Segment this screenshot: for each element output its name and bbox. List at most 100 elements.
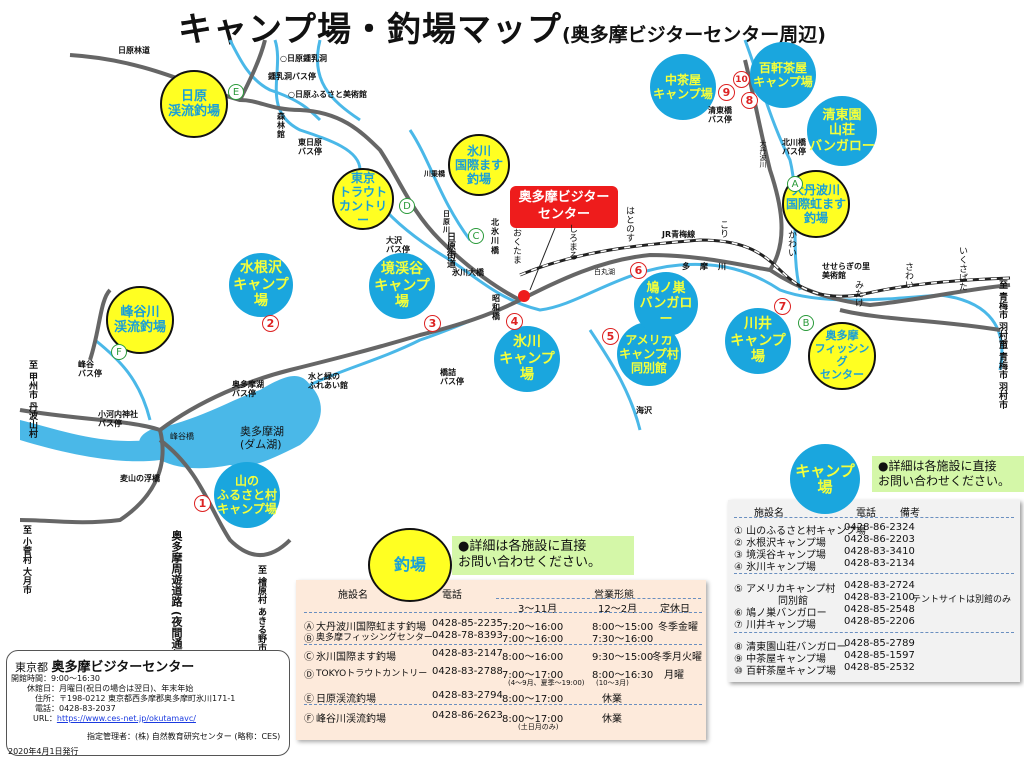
label-kitakawa-bus: 北川橋 バス停 [782, 138, 806, 157]
row-id: Ⓐ [304, 622, 314, 633]
camp-site-7[interactable]: 川井 キャンプ場 [725, 308, 791, 374]
camp-site-10[interactable]: 百軒茶屋 キャンプ場 [750, 42, 816, 108]
label-okutamako-bus: 奥多摩湖 バス停 [232, 380, 264, 399]
row-dec-feb-note: (10〜3月) [596, 679, 629, 687]
camp-row-1-phone: 0428-86-2324 [844, 522, 915, 533]
camp-site-3[interactable]: 境渓谷 キャンプ場 [369, 253, 435, 319]
label-seseragi: せせらぎの里 美術館 [822, 262, 870, 281]
label-to-kosuge: 至 小菅村 大月市 [21, 525, 31, 595]
col-header-remarks: 備考 [900, 508, 920, 519]
row-phone: 0428-86-2623 [432, 710, 503, 721]
label-seiryu-bus: 清東橋 バス停 [708, 106, 732, 125]
fishing-spot-C[interactable]: 氷川 国際ます 釣場 [448, 134, 510, 196]
fishing-note: ●詳細は各施設に直接 お問い合わせください。 [452, 536, 634, 575]
label-shinrinkan: 森 林 館 [277, 112, 285, 140]
row-id: Ⓕ [304, 714, 314, 725]
camp-row-5-phone: 0428-83-2724 [844, 580, 915, 591]
fishing-spot-E[interactable]: 日原 渓流釣場 [160, 70, 228, 138]
camp-row-1: ① 山のふるさと村キャンプ場 [734, 526, 866, 537]
row-dec-feb: 8:00〜16:30 [592, 670, 654, 681]
hours: 開館時間：9:00〜16:30 [11, 674, 101, 683]
fishing-spot-D[interactable]: 東京 トラウト カントリー [332, 168, 394, 230]
col-header-mar-nov: 3〜11月 [518, 604, 558, 615]
camp-site-6[interactable]: 鳩ノ巣 バンガロー [634, 272, 698, 336]
phone: 電話：0428-83-2037 [35, 704, 116, 713]
label-kokochi-bus: 小河内神社 バス停 [98, 410, 138, 429]
row-name: 大丹波川国際虹ます釣場 [316, 622, 426, 633]
label-kawanori-bashi: 川乗橋 [424, 170, 445, 178]
camp-marker-5: 5 [602, 328, 619, 345]
camp-row-5b-remarks: テントサイトは別館のみ [912, 595, 1012, 605]
row-name: 氷川国際ます釣場 [316, 652, 396, 663]
row-dec-feb: 7:30〜16:00 [592, 634, 654, 645]
okutama-lake [139, 375, 321, 469]
camp-site-1[interactable]: 山の ふるさと村 キャンプ場 [214, 462, 280, 528]
row-phone: 0428-78-8393 [432, 630, 503, 641]
label-to-kofu: 至 甲州市 丹波山村 [27, 360, 37, 439]
label-minetani-bus: 峰谷 バス停 [78, 360, 102, 379]
fish-marker-F: F [111, 344, 127, 360]
camp-marker-1: 1 [194, 495, 211, 512]
fish-marker-A: A [787, 176, 803, 192]
website-link[interactable]: https://www.ces-net.jp/okutamavc/ [56, 714, 196, 723]
label-nippara-kaido: 日原街道 [445, 232, 455, 268]
label-hashizume-bus: 橋詰 バス停 [440, 368, 464, 387]
camp-row-4-phone: 0428-83-2134 [844, 558, 915, 569]
closed-days: 休館日：月曜日(祝日の場合は翌日)、年末年始 [27, 684, 194, 693]
label-mugiyama-ukihashi: 麦山の浮橋 [120, 474, 160, 483]
camp-row-10-phone: 0428-85-2532 [844, 662, 915, 673]
row-name: 奥多摩フィッシングセンター [316, 633, 433, 643]
camp-marker-3: 3 [424, 315, 441, 332]
camp-row-2-phone: 0428-86-2203 [844, 534, 915, 545]
camp-marker-2: 2 [262, 315, 279, 332]
url: URL：https://www.ces-net.jp/okutamavc/ [33, 714, 196, 723]
row-id: Ⓑ [304, 634, 314, 645]
camp-site-8[interactable]: 清東園 山荘 バンガロー [807, 96, 877, 166]
camp-site-2[interactable]: 水根沢 キャンプ場 [229, 253, 293, 317]
fishing-heading: 釣場 [368, 528, 452, 602]
row-mar-nov: 7:00〜16:00 [502, 634, 564, 645]
camp-row-6: ⑥ 鳩ノ巣バンガロー [734, 608, 827, 619]
camp-row-5: ⑤ アメリカキャンプ村 [734, 584, 836, 595]
address: 住所：〒198-0212 東京都西多摩郡奥多摩町氷川171-1 [35, 694, 236, 703]
col-header-closed: 定休日 [660, 604, 690, 615]
label-showa-bashi: 昭 和 橋 [492, 294, 500, 322]
label-okutamako: 奥多摩湖 (ダム湖) [240, 425, 284, 451]
row-phone: 0428-83-2794 [432, 690, 503, 701]
row-mar-nov: 8:00〜17:00 [502, 714, 564, 725]
label-nippara-gawa: 日 原 川 [443, 210, 450, 235]
manager: 指定管理者：(株) 自然教育研究センター (略称：CES) [87, 732, 281, 741]
station-shiromaru: しろまる [567, 224, 577, 260]
station-sawai: さわい [903, 262, 913, 289]
visitor-center-info: 東京都 奥多摩ビジターセンター 開館時間：9:00〜16:30 休館日：月曜日(… [6, 650, 290, 756]
camp-row-2: ② 水根沢キャンプ場 [734, 538, 826, 549]
row-mar-nov-note: (土日月のみ) [518, 723, 559, 731]
fish-marker-D: D [399, 198, 415, 214]
camp-marker-7: 7 [774, 298, 791, 315]
row-dec-feb: 休業 [602, 694, 622, 705]
title-subtitle: (奥多摩ビジターセンター周辺) [561, 24, 826, 46]
col-header-dec-feb: 12〜2月 [598, 604, 638, 615]
label-higashi-nippara-bus: 東日原 バス停 [298, 138, 322, 157]
label-hikawa-ohashi: 氷川大橋 [452, 268, 484, 277]
label-mizu-midori: 水と緑の ふれあい館 [308, 372, 348, 391]
camp-marker-6: 6 [630, 262, 647, 279]
station-kori: こり [718, 220, 728, 238]
fishing-spot-F[interactable]: 峰谷川 渓流釣場 [106, 286, 174, 354]
row-mar-nov: 8:00〜16:00 [502, 652, 564, 663]
camp-row-7-phone: 0428-85-2206 [844, 616, 915, 627]
jr-ome-line [519, 238, 1011, 298]
row-id: Ⓒ [304, 652, 314, 663]
label-oba-gawa: 大丹波川 [759, 140, 767, 168]
row-name: 峰谷川渓流釣場 [316, 714, 386, 725]
camp-site-9[interactable]: 中茶屋 キャンプ場 [650, 54, 716, 120]
row-mar-nov: 7:20〜16:00 [502, 622, 564, 633]
fish-marker-B: B [798, 315, 814, 331]
label-tama-gawa: 多摩川 [682, 262, 736, 271]
row-mar-nov-note: (4〜9月、夏季〜19:00) [508, 679, 585, 687]
fishing-spot-B[interactable]: 奥多摩 フィッシング センター [808, 322, 876, 390]
row-dec-feb: 8:00〜15:00 [592, 622, 654, 633]
row-phone: 0428-83-2788 [432, 666, 503, 677]
camp-site-4[interactable]: 氷川 キャンプ場 [494, 326, 560, 392]
camp-marker-9: 9 [718, 84, 735, 101]
